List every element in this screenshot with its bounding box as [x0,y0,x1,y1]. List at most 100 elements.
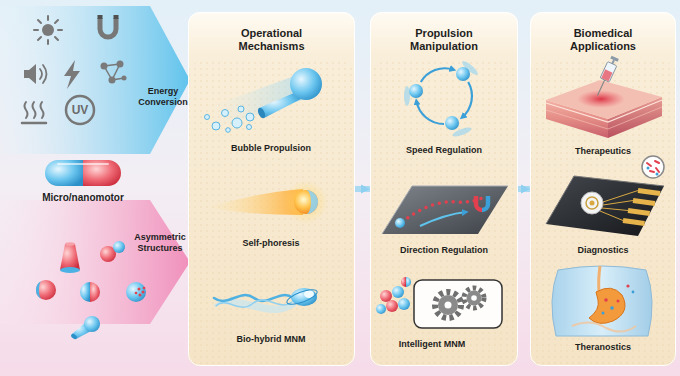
manipulation-panel: Propulsion Manipulation [370,12,518,366]
bubble-propulsion-figure-part [259,93,301,118]
theranostics-figure-part [552,266,652,336]
panel-texture [370,62,518,366]
bubble-propulsion-figure-part [256,107,266,120]
therapeutics-figure [546,55,662,138]
asymmetric-shapes-part [36,281,41,298]
therapeutics-figure-part [577,90,625,108]
energy-icons-part [117,61,124,68]
speed-regulation-figure-part [404,86,410,106]
asymmetric-shapes-part [60,244,80,270]
item-label: Self-phoresis [242,238,299,249]
self-phoresis-figure [204,180,328,224]
intelligent-mnm-figure-part [392,286,404,298]
panel-fill [530,12,676,366]
item-label: Direction Regulation [400,245,488,256]
speed-regulation-figure-part [416,101,444,124]
direction-regulation-figure-part [402,196,486,222]
bubble-propulsion-figure-part-part [232,118,242,128]
energy-icons-part [114,15,119,19]
self-phoresis-figure-part [284,180,328,224]
micro-nanomotor-capsule [45,160,121,186]
therapeutics-figure-part-part [600,62,617,83]
micro-nanomotor-capsule-part [58,163,108,165]
intelligent-mnm-figure-part [467,291,482,306]
asymmetric-shapes-part [126,282,146,302]
asymmetric-shapes-part [135,292,138,295]
bubble-propulsion-figure-part [205,106,255,132]
panel-heading: Biomedical Applications [555,27,651,53]
panel-heading: Propulsion Manipulation [396,27,492,53]
mechanism-panel: Operational Mechanisms [188,12,355,366]
intelligent-mnm-figure-part [398,298,410,310]
speed-regulation-figure-part [409,84,423,98]
asymmetric-shapes-part [113,241,125,253]
energy-icons-part [40,65,47,83]
theranostics-figure-part [610,306,614,310]
item-label: Theranostics [575,342,631,353]
intelligent-mnm-figure-part [376,304,386,314]
asymmetric-shapes-part [90,282,100,302]
diagnostics-figure-part [581,192,603,214]
theranostics-figure-part [572,322,636,331]
theranostics-figure-part [602,312,605,315]
asymmetric-shapes-part [139,294,142,297]
intelligent-mnm-figure-part [438,295,458,315]
intelligent-mnm-figure-part [471,295,477,301]
energy-icons-part [109,77,116,84]
diagnostics-figure-part [656,173,659,176]
speed-regulation-figure-part [462,82,472,117]
intelligent-mnm-figure-part [464,288,484,308]
theranostics-figure-part [589,288,625,323]
energy-icons-part [101,63,108,70]
asymmetric-shapes-part [70,333,78,340]
therapeutics-figure-part-part [597,80,604,95]
direction-regulation-figure-part [382,186,508,234]
item-label: Speed Regulation [406,145,482,156]
bubble-propulsion-figure-part-part [247,125,252,130]
bubble-propulsion-figure-part-part [222,110,229,117]
asymmetric-shapes-part [36,280,56,300]
energy-icons-part [66,96,94,124]
energy-icons-part [24,64,36,84]
diagnostics-figure [546,156,664,236]
diagnostics-figure-part [546,176,664,224]
energy-icons-part [98,15,103,19]
intelligent-mnm-figure-part [380,290,392,302]
speed-regulation-figure-part [456,67,470,81]
theranostics-figure-part [626,284,629,287]
intelligent-mnm-figure-part [435,292,461,318]
energy-icons-part [64,60,80,89]
bubble-propulsion-figure-part-part [226,128,231,133]
asymmetric-shapes-part [60,267,80,273]
speed-regulation-figure-part [445,116,459,130]
diagnostics-figure-part [623,191,660,224]
direction-regulation-figure-part [382,186,508,234]
asymmetric-shapes [36,241,146,340]
energy-icons-part [122,76,127,81]
direction-regulation-figure-part [395,218,405,228]
energy-icons-part [42,24,54,36]
theranostics-figure-part [632,291,635,294]
energy-icons-part [25,102,44,118]
panel-fill [188,12,355,366]
therapeutics-figure-part [546,80,662,119]
flow-arrow [518,186,530,192]
intelligent-mnm-figure-part [406,277,411,287]
energy-icons-part [22,122,46,125]
asymmetric-shapes-part [142,291,145,294]
therapeutics-figure-part [546,107,662,129]
bubble-propulsion-figure [205,68,323,132]
theranostics-figure-part [604,298,608,302]
intelligent-mnm-figure-part [445,302,452,309]
diagnostics-figure-part [590,201,595,206]
energy-icons-part [100,18,116,37]
bubble-propulsion-figure-part-part [205,115,210,120]
energy-icons-part [34,16,62,44]
asymmetric-shapes-part [84,316,100,332]
panel-fill [188,12,676,366]
theranostics-figure-part [599,266,600,292]
